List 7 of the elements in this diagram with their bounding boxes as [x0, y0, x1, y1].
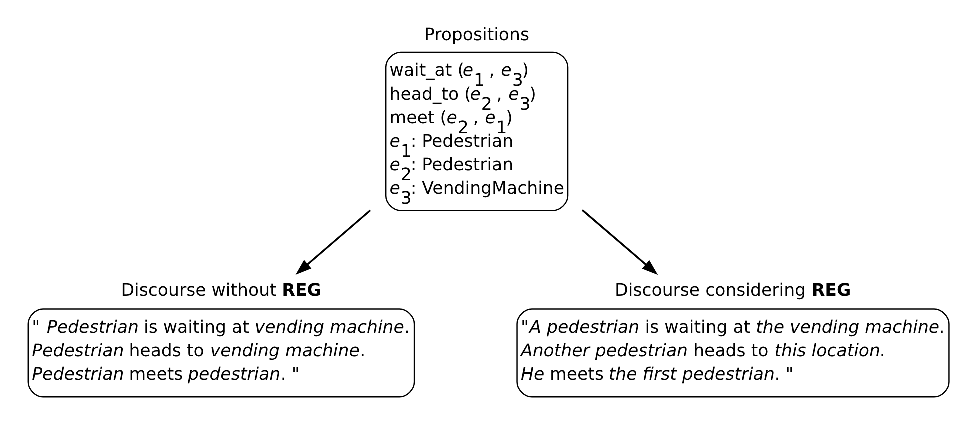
arrow [582, 209, 658, 275]
node-label: Discourse without REG [121, 280, 322, 300]
node-box: " Pedestrian is waiting at vending machine. Pedestrian heads to vending machine. Pedestrian meets pedestrian. " [28, 308, 416, 398]
node-label: Discourse considering REG [615, 280, 852, 300]
arrow [296, 209, 372, 274]
node-box: "A pedestrian is waiting at the vending machine. Another pedestrian heads to this location. He meets the first pedestrian. " [516, 308, 950, 398]
node-label: Propositions [424, 24, 530, 45]
